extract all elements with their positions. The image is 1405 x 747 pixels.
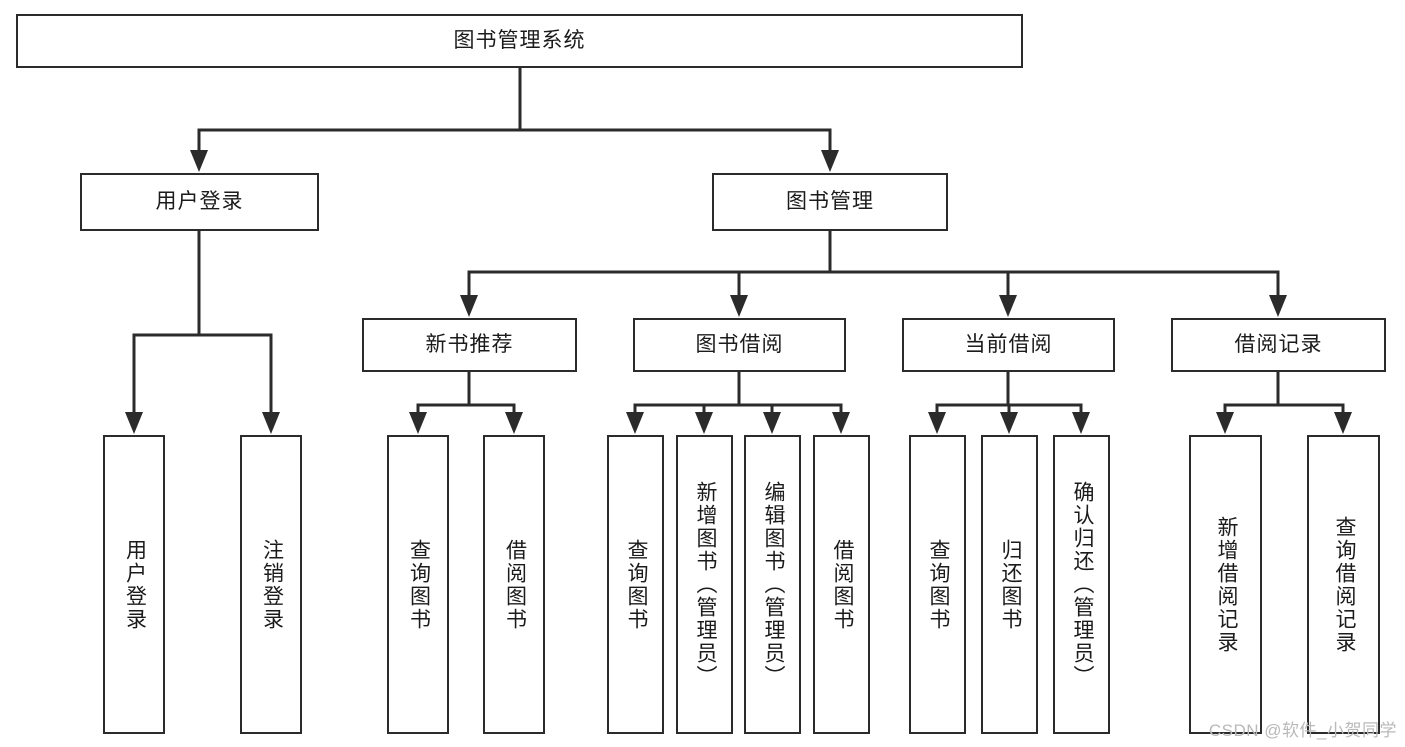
arrowhead-book-management-to-submodules-2: [999, 295, 1017, 317]
node-label: 当前借阅: [964, 333, 1053, 357]
node-label: 新增图书（管理员）: [693, 481, 717, 688]
node-leaf-query-book-1[interactable]: 查询图书: [387, 435, 449, 734]
node-leaf-query-record[interactable]: 查询借阅记录: [1307, 435, 1380, 734]
node-book-borrow[interactable]: 图书借阅: [633, 318, 846, 372]
node-label: 查询图书: [624, 538, 648, 631]
arrowhead-new-book-recommend-to-leaves-1: [505, 412, 523, 434]
node-label: 图书管理: [786, 190, 874, 214]
node-label: 编辑图书（管理员）: [761, 481, 785, 688]
node-label: 确认归还（管理员）: [1070, 481, 1094, 688]
arrowhead-book-borrow-to-leaves-2: [763, 412, 781, 434]
arrowhead-user-login-to-leaves-1: [262, 412, 280, 434]
node-leaf-add-record[interactable]: 新增借阅记录: [1189, 435, 1262, 734]
node-leaf-user-login[interactable]: 用户登录: [103, 435, 165, 734]
node-label: 注销登录: [260, 538, 284, 631]
node-borrow-records[interactable]: 借阅记录: [1171, 318, 1386, 372]
node-label: 图书借阅: [695, 333, 784, 357]
arrowhead-new-book-recommend-to-leaves-0: [409, 412, 427, 434]
arrowhead-book-borrow-to-leaves-1: [695, 412, 713, 434]
node-label: 借阅图书: [503, 538, 527, 631]
node-label: 图书管理系统: [453, 29, 586, 53]
arrowhead-current-borrow-to-leaves-2: [1072, 412, 1090, 434]
arrowhead-book-borrow-to-leaves-3: [832, 412, 850, 434]
node-leaf-edit-book[interactable]: 编辑图书（管理员）: [744, 435, 801, 734]
node-label: 新增借阅记录: [1214, 515, 1238, 654]
node-label: 查询图书: [926, 538, 950, 631]
node-leaf-borrow-book-2[interactable]: 借阅图书: [813, 435, 870, 734]
arrowhead-root-to-modules-0: [190, 150, 208, 172]
arrowhead-user-login-to-leaves-0: [125, 412, 143, 434]
arrowhead-book-management-to-submodules-3: [1269, 295, 1287, 317]
arrowhead-current-borrow-to-leaves-0: [928, 412, 946, 434]
arrowhead-book-borrow-to-leaves-0: [626, 412, 644, 434]
node-label: 借阅记录: [1234, 333, 1323, 357]
node-current-borrow[interactable]: 当前借阅: [902, 318, 1115, 372]
node-leaf-return-book[interactable]: 归还图书: [981, 435, 1038, 734]
watermark-credit: CSDN @软件_小贺同学: [1208, 721, 1397, 740]
arrowhead-current-borrow-to-leaves-1: [1000, 412, 1018, 434]
arrowhead-borrow-records-to-leaves-0: [1216, 412, 1234, 434]
node-book-management[interactable]: 图书管理: [712, 173, 948, 231]
node-leaf-query-book-3[interactable]: 查询图书: [909, 435, 966, 734]
node-leaf-query-book-2[interactable]: 查询图书: [607, 435, 664, 734]
node-label: 用户登录: [123, 538, 147, 631]
arrowhead-book-management-to-submodules-0: [460, 295, 478, 317]
node-label: 查询借阅记录: [1332, 515, 1356, 654]
node-label: 查询图书: [407, 538, 431, 631]
node-leaf-logout[interactable]: 注销登录: [240, 435, 302, 734]
arrowhead-borrow-records-to-leaves-1: [1334, 412, 1352, 434]
arrowhead-book-management-to-submodules-1: [730, 295, 748, 317]
node-user-login[interactable]: 用户登录: [80, 173, 319, 231]
node-label: 借阅图书: [830, 538, 854, 631]
node-label: 用户登录: [155, 190, 244, 214]
node-leaf-confirm-return[interactable]: 确认归还（管理员）: [1053, 435, 1110, 734]
node-label: 新书推荐: [425, 333, 514, 357]
node-leaf-add-book[interactable]: 新增图书（管理员）: [676, 435, 733, 734]
node-root[interactable]: 图书管理系统: [16, 14, 1023, 68]
node-label: 归还图书: [998, 538, 1022, 631]
arrowhead-root-to-modules-1: [821, 150, 839, 172]
node-new-book-recommend[interactable]: 新书推荐: [362, 318, 577, 372]
node-leaf-borrow-book-1[interactable]: 借阅图书: [483, 435, 545, 734]
